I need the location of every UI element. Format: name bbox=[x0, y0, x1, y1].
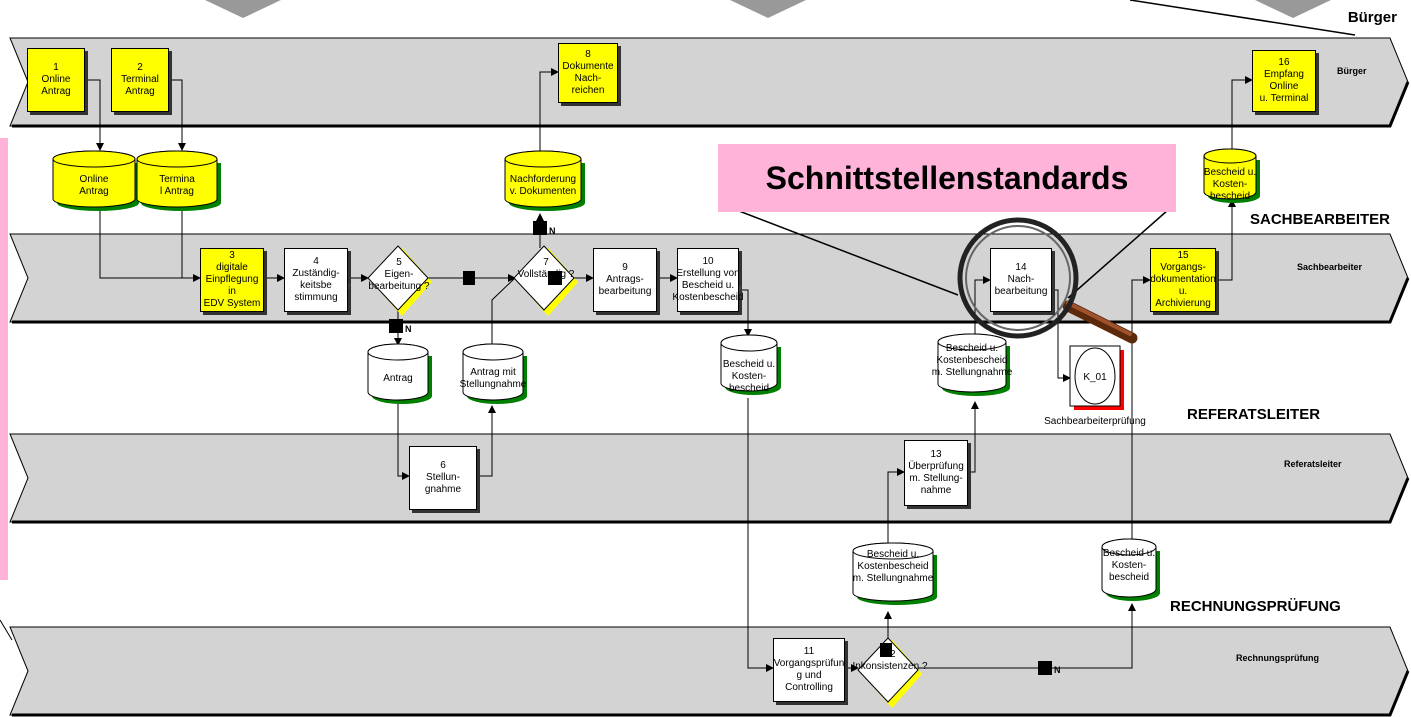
task-zustaendigkeit: 4 Zuständig- keitsbe stimmung bbox=[284, 248, 348, 312]
store-bescheid-rp: Bescheid u. Kosten- bescheid bbox=[1102, 548, 1156, 583]
no-marker bbox=[880, 643, 892, 657]
document-label: K_01 bbox=[1083, 372, 1107, 383]
lane-buerger bbox=[9, 37, 1409, 127]
store-bescheid-stellungnahme-top: Bescheid u. Kostenbescheid m. Stellungna… bbox=[931, 343, 1013, 378]
lane-referatsleiter bbox=[9, 433, 1409, 523]
decorative-triangle bbox=[730, 0, 806, 18]
store-antrag: Antrag bbox=[383, 373, 413, 384]
task-antragsbearbeitung: 9 Antrags- bearbeitung bbox=[593, 248, 657, 312]
task-vorgangsdokumentation: 15 Vorgangs- dokumentation u. Archivieru… bbox=[1150, 248, 1216, 312]
decision-vollstaendig bbox=[513, 245, 575, 311]
side-highlight bbox=[0, 138, 8, 580]
callout-schnittstellenstandards: Schnittstellenstandards bbox=[718, 144, 1176, 212]
no-marker bbox=[389, 319, 403, 333]
task-nachbearbeitung: 14 Nach- bearbeitung bbox=[990, 248, 1052, 312]
edge-label-n: N bbox=[549, 226, 556, 236]
lane-header-sachbearbeiter: SACHBEARBEITER bbox=[1250, 211, 1391, 228]
store-nachforderung: Nachforderung v. Dokumenten bbox=[509, 174, 577, 197]
task-empfang: 16 Empfang Online u. Terminal bbox=[1252, 50, 1316, 112]
lane-name-rechnungspruefung: Rechnungsprüfung bbox=[1236, 653, 1319, 663]
store-bescheid-stellungnahme-low: Bescheid u. Kostenbescheid m. Stellungna… bbox=[852, 549, 934, 584]
lane-name-referatsleiter: Referatsleiter bbox=[1284, 459, 1342, 469]
decorative-triangle bbox=[205, 0, 281, 18]
lane-header-referatsleiter: REFERATSLEITER bbox=[1187, 406, 1321, 423]
no-marker bbox=[548, 271, 562, 285]
lane-header-rechnungspruefung: RECHNUNGSPRÜFUNG bbox=[1170, 598, 1341, 615]
edge-label-r: r bbox=[348, 281, 351, 291]
lane-header-buerger: Bürger bbox=[1347, 9, 1397, 26]
decorative-triangle bbox=[1255, 0, 1331, 18]
no-marker bbox=[463, 271, 475, 285]
store-online-antrag: Online Antrag bbox=[79, 174, 109, 197]
magnifier-icon bbox=[957, 217, 1138, 344]
lane-name-buerger: Bürger bbox=[1337, 66, 1367, 76]
store-bescheid-mid: Bescheid u. Kosten- bescheid bbox=[722, 359, 776, 394]
lane-rechnungspruefung bbox=[9, 626, 1409, 716]
task-erstellung-bescheid: 10 Erstellung von Bescheid u. Kostenbesc… bbox=[672, 248, 744, 312]
task-vorgangspruefung: 11 Vorgangsprüfun g und Controlling bbox=[773, 638, 845, 702]
decision-inkonsistenzen bbox=[857, 637, 919, 703]
store-antrag-mit-stellungnahme: Antrag mit Stellungnahme bbox=[459, 367, 527, 390]
lane-name-sachbearbeiter: Sachbearbeiter bbox=[1297, 262, 1363, 272]
decision-eigenbearbeitung bbox=[367, 245, 429, 311]
decision-label-eigenbearbeitung: 5 Eigen- bearbeitung ? bbox=[368, 257, 430, 292]
store-bescheid-sb: Bescheid u. Kosten- bescheid bbox=[1203, 167, 1257, 202]
task-ueberpruefung: 13 Überprüfung m. Stellung- nahme bbox=[904, 440, 968, 506]
task-dokumente-nachreichen: 8 Dokumente Nach- reichen bbox=[558, 43, 618, 103]
task-terminal-antrag: 2 Terminal Antrag bbox=[111, 48, 169, 112]
task-stellungnahme: 6 Stellun- gnahme bbox=[409, 446, 477, 510]
decision-label-inkonsistenzen: 12 Inkonsistenzen ? bbox=[852, 649, 928, 672]
task-online-antrag: 1 Online Antrag bbox=[27, 48, 85, 112]
edge-label-n: N bbox=[886, 647, 893, 657]
store-terminal-antrag: Termina l Antrag bbox=[159, 174, 195, 197]
no-marker bbox=[533, 221, 547, 235]
edge-label-r: r bbox=[739, 283, 742, 293]
edge-label-n: N bbox=[405, 324, 412, 334]
no-marker bbox=[1038, 661, 1052, 675]
edge-label-n: N bbox=[1054, 665, 1061, 675]
document-caption: Sachbearbeiterprüfung bbox=[1044, 416, 1146, 427]
decision-label-vollstaendig: 7 Vollständig ? bbox=[517, 257, 575, 280]
task-digitale-einpflegung: 3 digitale Einpflegung in EDV System bbox=[200, 248, 264, 312]
